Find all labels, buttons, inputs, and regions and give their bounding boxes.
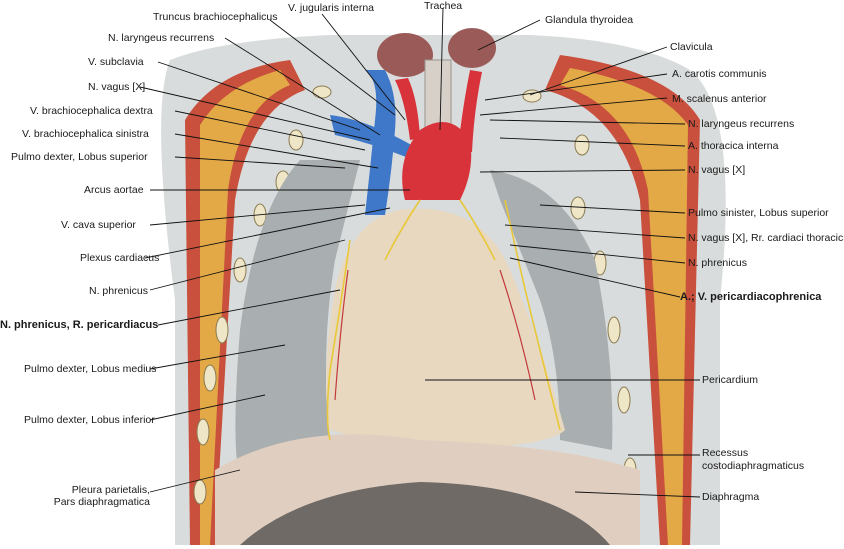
label-n-phrenicus-right: N. phrenicus <box>89 285 148 297</box>
label-recessus-line1: Recessus <box>702 447 749 459</box>
leader-lines <box>139 7 701 498</box>
pericardial-vessels <box>334 269 536 401</box>
label-diaphragma: Diaphragma <box>702 491 760 503</box>
label-clavicula: Clavicula <box>670 41 713 53</box>
label-truncus-brachiocephalicus: Truncus brachiocephalicus <box>153 11 278 23</box>
label-pulmo-sinister-lobus-superior: Pulmo sinister, Lobus superior <box>688 207 829 219</box>
label-n-laryngeus-recurrens-upper: N. laryngeus recurrens <box>108 32 215 44</box>
label-trachea: Trachea <box>424 0 463 12</box>
label-v-jugularis-interna: V. jugularis interna <box>288 2 374 14</box>
fat-layer-right-side <box>200 70 290 545</box>
carotid-shape <box>395 78 420 140</box>
label-n-vagus-rr-cardiaci: N. vagus [X], Rr. cardiaci thoracici <box>688 232 844 244</box>
label-glandula-thyroidea: Glandula thyroidea <box>545 14 634 26</box>
label-pericardium: Pericardium <box>702 374 759 386</box>
left-carotid-shape <box>458 70 482 152</box>
label-a-thoracica-interna: A. thoracica interna <box>688 140 779 152</box>
label-pleura-line1: Pleura parietalis, <box>71 484 150 496</box>
label-a-v-pericardiacophrenica: A.; V. pericardiacophrenica <box>680 291 822 303</box>
label-recessus-line2: costodiaphragmaticus <box>702 460 805 472</box>
label-pleura-line2: Pars diaphragmatica <box>53 496 150 508</box>
thyroid-left-lobe <box>448 28 496 68</box>
label-n-vagus-right: N. vagus [X] <box>688 164 746 176</box>
label-v-subclavia: V. subclavia <box>88 56 144 68</box>
thyroid-right-lobe <box>377 33 433 77</box>
label-n-phrenicus-left: N. phrenicus <box>688 257 747 269</box>
label-v-brachiocephalica-dextra: V. brachiocephalica dextra <box>30 105 153 117</box>
label-n-phrenicus-r-pericardiacus: N. phrenicus, R. pericardiacus <box>0 319 159 331</box>
label-m-scalenus-anterior: M. scalenus anterior <box>672 93 767 105</box>
label-arcus-aortae: Arcus aortae <box>84 184 144 196</box>
pericardium-sac <box>326 208 565 449</box>
aortic-arch-shape <box>402 122 472 200</box>
label-v-brachiocephalica-sinistra: V. brachiocephalica sinistra <box>22 128 149 140</box>
label-plexus-cardiacus: Plexus cardiacus <box>80 252 160 264</box>
label-pulmo-dexter-lobus-superior: Pulmo dexter, Lobus superior <box>11 151 148 163</box>
right-lung <box>235 160 360 470</box>
label-pulmo-dexter-lobus-inferior: Pulmo dexter, Lobus inferior <box>24 414 155 426</box>
label-n-vagus-upper-left: N. vagus [X] <box>88 81 146 93</box>
label-n-laryngeus-recurrens-lower: N. laryngeus recurrens <box>688 118 795 130</box>
label-a-carotis-communis: A. carotis communis <box>672 68 767 80</box>
label-v-cava-superior: V. cava superior <box>61 219 136 231</box>
nerve-lines <box>326 199 561 441</box>
label-pulmo-dexter-lobus-medius: Pulmo dexter, Lobus medius <box>24 363 157 375</box>
fat-layer-left-side <box>560 68 688 545</box>
diaphragm-inner <box>240 482 610 545</box>
